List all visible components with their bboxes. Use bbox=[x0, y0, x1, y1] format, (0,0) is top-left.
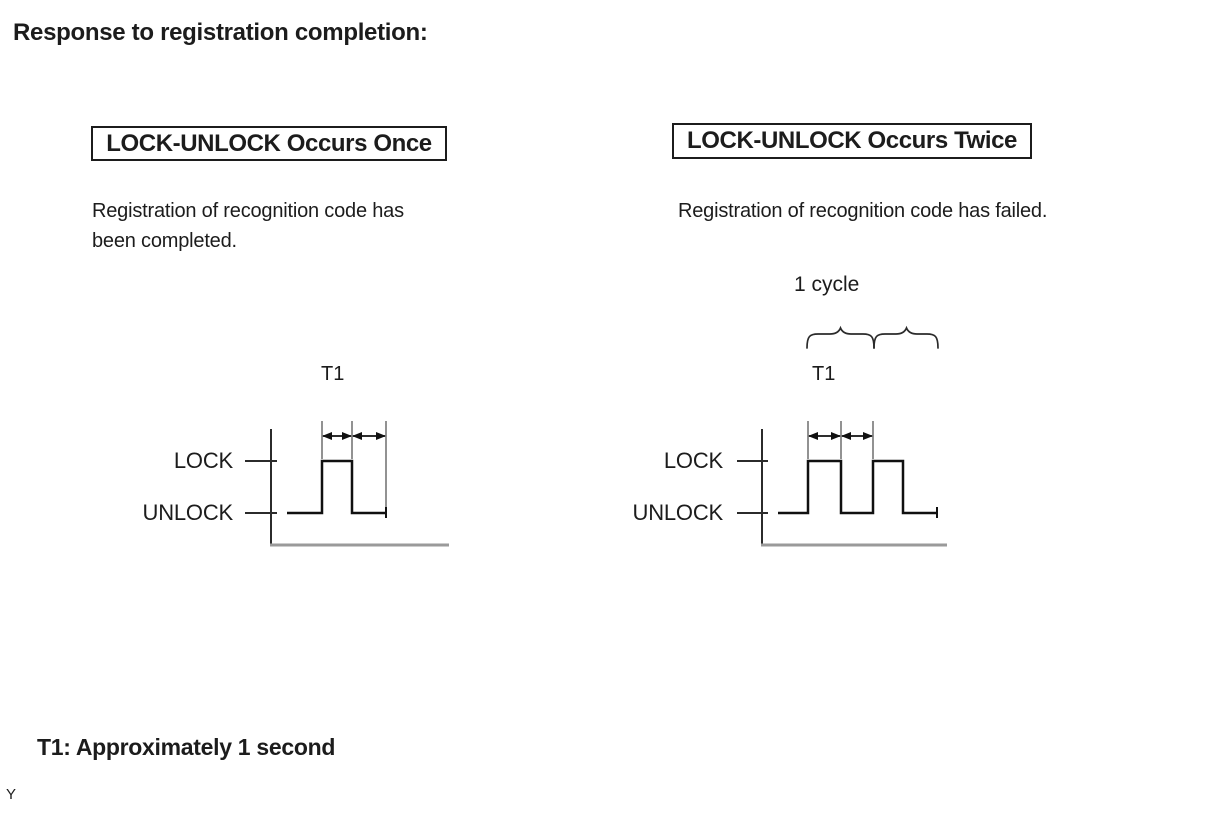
description-once: Registration of recognition code has bee… bbox=[92, 196, 404, 256]
t1-label-twice: T1 bbox=[812, 363, 836, 385]
signal-axis-once bbox=[245, 429, 449, 547]
header-box-once-label: LOCK-UNLOCK Occurs Once bbox=[106, 129, 432, 157]
waveform-trace-twice bbox=[778, 459, 938, 518]
lock-label-once: LOCK bbox=[173, 448, 233, 473]
unlock-label-twice: UNLOCK bbox=[632, 500, 724, 525]
t1-label-once: T1 bbox=[321, 363, 345, 385]
page-title: Response to registration completion: bbox=[13, 19, 428, 46]
cycle-braces-twice bbox=[806, 325, 939, 349]
t1-footnote: T1: Approximately 1 second bbox=[37, 734, 336, 760]
t1-dimension-marks-once bbox=[321, 421, 387, 516]
t1-dimension-marks-twice bbox=[807, 421, 874, 459]
lock-label-twice: LOCK bbox=[663, 448, 723, 473]
header-box-once: LOCK-UNLOCK Occurs Once bbox=[91, 126, 447, 161]
description-twice: Registration of recognition code has fai… bbox=[678, 196, 1047, 226]
page-marker: Y bbox=[6, 786, 17, 803]
description-once-line1: Registration of recognition code has bbox=[92, 200, 404, 222]
header-box-twice: LOCK-UNLOCK Occurs Twice bbox=[672, 123, 1032, 159]
description-twice-line1: Registration of recognition code has fai… bbox=[678, 200, 1048, 222]
waveform-trace-once bbox=[287, 459, 387, 518]
header-box-twice-label: LOCK-UNLOCK Occurs Twice bbox=[687, 127, 1017, 154]
signal-axis-twice bbox=[737, 429, 947, 547]
unlock-label-once: UNLOCK bbox=[142, 500, 234, 525]
description-once-line2: been completed. bbox=[92, 230, 237, 252]
cycle-label-twice: 1 cycle bbox=[794, 273, 860, 296]
